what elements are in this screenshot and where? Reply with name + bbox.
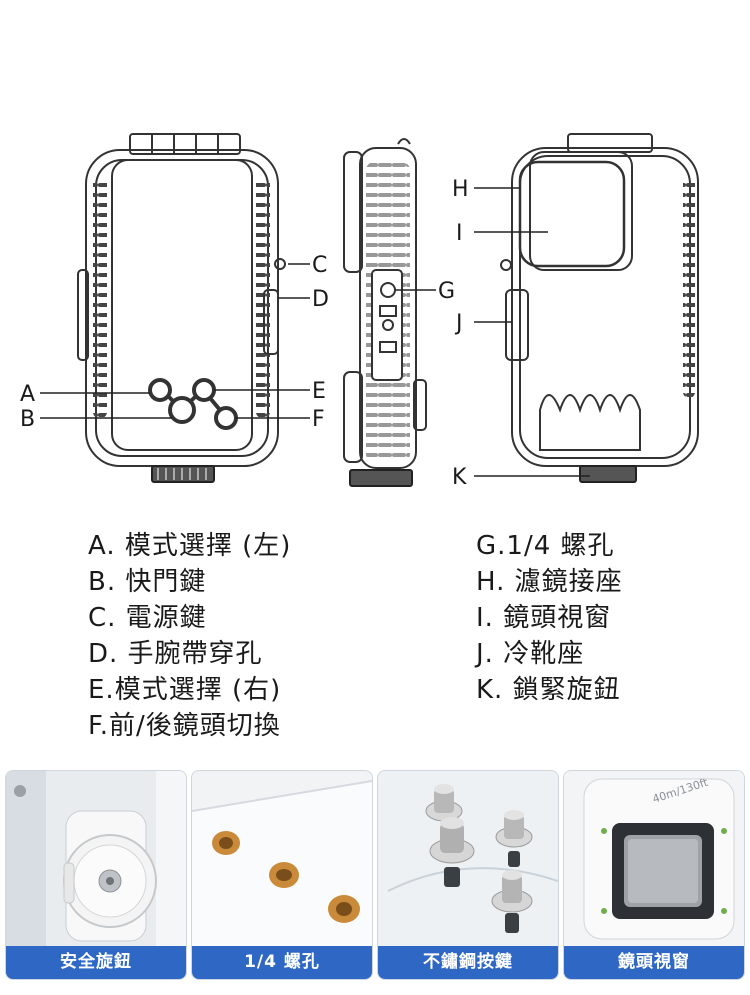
legend-item: D. 手腕帶穿孔 [88,639,263,669]
callout-h: H [452,177,469,202]
callout-b: B [20,407,35,432]
front-view [77,133,286,483]
screw-holes-image [192,771,372,947]
thumbnail-safety-knob: 安全旋鈕 [5,770,187,980]
legend-item: G.1/4 螺孔 [476,531,615,561]
feature-thumbnails: 安全旋鈕 1/4 螺孔 [5,770,745,980]
steel-button [495,810,533,867]
legend-item: E.模式選擇 (右) [88,675,282,705]
brass-insert [269,862,299,888]
callout-k: K [452,465,467,490]
steel-button [425,784,463,822]
callout-c: C [312,253,327,278]
thumbnail-caption: 不鏽鋼按鍵 [378,946,558,979]
callout-j: J [454,311,463,336]
legend-item: K. 鎖緊旋鈕 [476,675,621,705]
legend-item: J. 冷靴座 [476,639,585,669]
thumbnail-caption: 1/4 螺孔 [192,946,372,979]
side-view [343,138,427,487]
stainless-buttons-image [378,771,558,947]
housing-diagram: C D A B E F G H I J K [20,133,699,490]
thumbnail-lens-window: 40m/130ft 鏡頭視窗 [563,770,745,980]
legend-left: A. 模式選擇 (左) B. 快門鍵 C. 電源鍵 D. 手腕帶穿孔 E.模式選… [88,528,291,744]
legend-item: H. 濾鏡接座 [476,567,623,597]
callout-f: F [312,407,325,432]
callout-d: D [312,287,329,312]
steel-button [429,817,475,887]
legend-item: F.前/後鏡頭切換 [88,711,281,741]
safety-knob-image [6,771,186,947]
callout-e: E [312,379,326,404]
legend-item: I. 鏡頭視窗 [476,603,612,633]
back-view [500,133,699,483]
brass-insert [328,895,360,923]
legend-item: C. 電源鍵 [88,603,207,633]
thumbnail-quarter-inch-screw: 1/4 螺孔 [191,770,373,980]
legend-right: G.1/4 螺孔 H. 濾鏡接座 I. 鏡頭視窗 J. 冷靴座 K. 鎖緊旋鈕 [476,528,623,708]
lens-window-image: 40m/130ft [564,771,744,947]
thumbnail-caption: 安全旋鈕 [6,946,186,979]
steel-button [491,870,533,933]
legend-item: A. 模式選擇 (左) [88,531,292,561]
thumbnail-stainless-buttons: 不鏽鋼按鍵 [377,770,559,980]
brass-insert [212,831,240,855]
legend-item: B. 快門鍵 [88,567,207,597]
callout-i: I [456,221,463,246]
callout-g: G [438,279,455,304]
callout-a: A [20,382,35,407]
thumbnail-caption: 鏡頭視窗 [564,946,744,979]
